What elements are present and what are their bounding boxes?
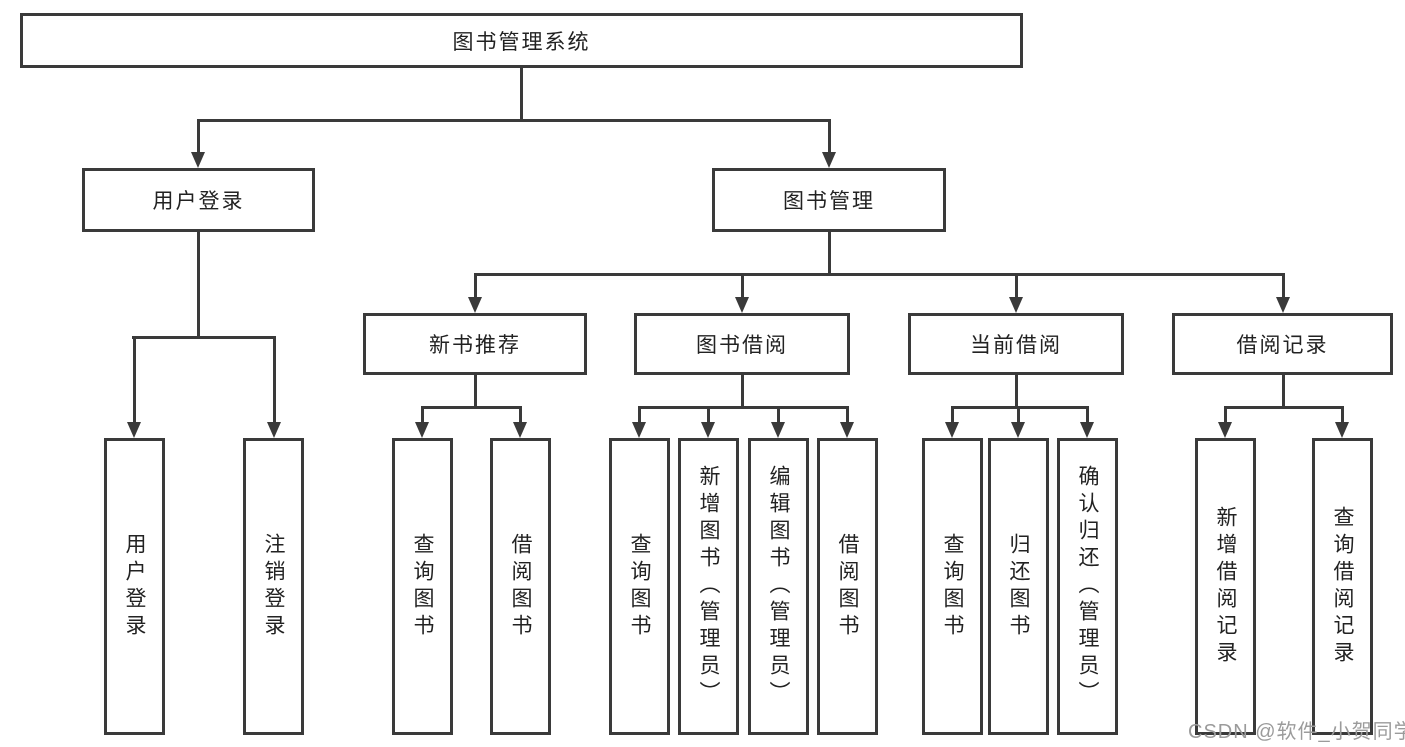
connector-hline-records (1224, 406, 1343, 409)
connector-vline-records (1282, 375, 1285, 409)
box-book-borrowing-label: 图书借阅 (696, 334, 788, 357)
connector-stem-leaf (777, 406, 780, 424)
leaf-return-book: 归还图书 (988, 438, 1049, 735)
leaf-borrow-books-recommend-label: 借阅图书 (509, 532, 532, 641)
connector-stem-leaf (638, 406, 641, 424)
connector-stem-l3 (741, 273, 744, 299)
box-book-management: 图书管理 (712, 168, 946, 232)
arrowhead-down-icon (1335, 422, 1349, 438)
arrowhead-down-icon (513, 422, 527, 438)
arrowhead-down-icon (191, 152, 205, 168)
connector-hline-book-management (474, 273, 1285, 276)
connector-stem-leaf (1341, 406, 1344, 424)
connector-stem-leaf (1017, 406, 1020, 424)
connector-stem-leaf (273, 336, 276, 424)
connector-stem-leaf (951, 406, 954, 424)
leaf-logout-login-label: 注销登录 (262, 532, 285, 641)
arrowhead-down-icon (1080, 422, 1094, 438)
leaf-return-book-label: 归还图书 (1007, 532, 1030, 641)
connector-vline-borrowing (741, 375, 744, 409)
arrowhead-down-icon (735, 297, 749, 313)
box-book-borrowing: 图书借阅 (634, 313, 850, 375)
box-user-login: 用户登录 (82, 168, 315, 232)
watermark-text: CSDN @软件_小贺同学 (1188, 721, 1405, 743)
connector-stem-leaf (133, 336, 136, 424)
leaf-query-books-recommend-label: 查询图书 (411, 532, 434, 641)
leaf-confirm-return-admin: 确认归还（管理员） (1057, 438, 1118, 735)
connector-hline-current (951, 406, 1089, 409)
arrowhead-down-icon (701, 422, 715, 438)
arrowhead-down-icon (822, 152, 836, 168)
connector-stem-leaf (707, 406, 710, 424)
arrowhead-down-icon (1276, 297, 1290, 313)
connector-stem-leaf (421, 406, 424, 424)
box-book-management-label: 图书管理 (783, 190, 875, 213)
connector-stem-l3 (1282, 273, 1285, 299)
leaf-confirm-return-admin-label: 确认归还（管理员） (1076, 465, 1099, 708)
leaf-add-borrow-record-label: 新增借阅记录 (1214, 505, 1237, 668)
connector-vline-book-management (828, 232, 831, 276)
leaf-user-login-label: 用户登录 (123, 532, 146, 641)
leaf-borrow-books-borrowing: 借阅图书 (817, 438, 878, 735)
box-new-book-recommendation-label: 新书推荐 (429, 334, 521, 357)
leaf-edit-book-admin-label: 编辑图书（管理员） (767, 465, 790, 708)
leaf-query-borrow-record-label: 查询借阅记录 (1331, 505, 1354, 668)
leaf-query-books-borrowing-label: 查询图书 (628, 532, 651, 641)
connector-stem-l3 (1015, 273, 1018, 299)
box-library-system-root: 图书管理系统 (20, 13, 1023, 68)
box-current-borrowing-label: 当前借阅 (970, 334, 1062, 357)
leaf-logout-login: 注销登录 (243, 438, 304, 735)
connector-vline-current (1015, 375, 1018, 409)
connector-stem-book-management (828, 119, 831, 154)
connector-hline-borrowing (638, 406, 849, 409)
leaf-query-books-current-label: 查询图书 (941, 532, 964, 641)
leaf-query-books-borrowing: 查询图书 (609, 438, 670, 735)
box-borrowing-records: 借阅记录 (1172, 313, 1393, 375)
connector-stem-user-login (197, 119, 200, 154)
connector-stem-leaf (1224, 406, 1227, 424)
box-user-login-label: 用户登录 (152, 190, 245, 213)
connector-vline-recommend (474, 375, 477, 409)
arrowhead-down-icon (632, 422, 646, 438)
arrowhead-down-icon (415, 422, 429, 438)
connector-hline-recommend (421, 406, 522, 409)
box-new-book-recommendation: 新书推荐 (363, 313, 587, 375)
leaf-query-books-current: 查询图书 (922, 438, 983, 735)
arrowhead-down-icon (127, 422, 141, 438)
arrowhead-down-icon (1011, 422, 1025, 438)
box-library-system-root-label: 图书管理系统 (452, 30, 591, 54)
leaf-query-books-recommend: 查询图书 (392, 438, 453, 735)
arrowhead-down-icon (840, 422, 854, 438)
leaf-add-borrow-record: 新增借阅记录 (1195, 438, 1256, 735)
connector-stem-leaf (846, 406, 849, 424)
arrowhead-down-icon (267, 422, 281, 438)
arrowhead-down-icon (1009, 297, 1023, 313)
leaf-query-borrow-record: 查询借阅记录 (1312, 438, 1373, 735)
box-borrowing-records-label: 借阅记录 (1236, 334, 1329, 357)
arrowhead-down-icon (945, 422, 959, 438)
connector-stem-leaf (519, 406, 522, 424)
leaf-edit-book-admin: 编辑图书（管理员） (748, 438, 809, 735)
connector-vline-user-login (197, 232, 200, 339)
box-current-borrowing: 当前借阅 (908, 313, 1124, 375)
arrowhead-down-icon (468, 297, 482, 313)
connector-stem-leaf (1086, 406, 1089, 424)
connector-hline-user-login (132, 336, 275, 339)
connector-vline-root (520, 68, 523, 122)
connector-stem-l3 (474, 273, 477, 299)
leaf-add-book-admin-label: 新增图书（管理员） (697, 465, 720, 708)
leaf-borrow-books-recommend: 借阅图书 (490, 438, 551, 735)
arrowhead-down-icon (1218, 422, 1232, 438)
leaf-borrow-books-borrowing-label: 借阅图书 (836, 532, 859, 641)
connector-hline-root (197, 119, 831, 122)
leaf-user-login: 用户登录 (104, 438, 165, 735)
leaf-add-book-admin: 新增图书（管理员） (678, 438, 739, 735)
arrowhead-down-icon (771, 422, 785, 438)
